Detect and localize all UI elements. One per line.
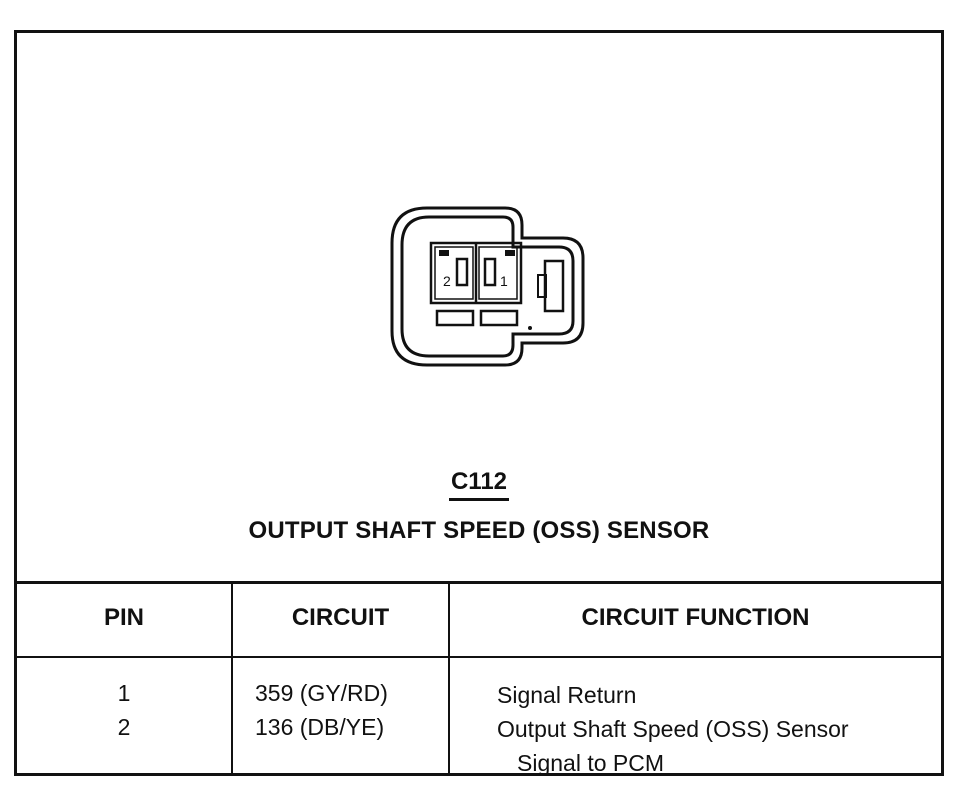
header-circuit: CIRCUIT: [291, 604, 390, 631]
connector-name: OUTPUT SHAFT SPEED (OSS) SENSOR: [248, 517, 710, 544]
row-2-pin: 2: [117, 714, 131, 740]
pin-table: PIN CIRCUIT CIRCUIT FUNCTION 1 359 (GY/R…: [17, 581, 941, 776]
header-circuit-function: CIRCUIT FUNCTION: [581, 604, 810, 631]
row-1-circuit: 359 (GY/RD): [255, 680, 388, 706]
connector-id: C112: [17, 468, 941, 501]
pin-label-1: 1: [500, 273, 508, 289]
row-1-function: Signal Return: [497, 682, 637, 708]
diagram-frame: 2 1 C112 OUTPUT SHAFT SPEED (OSS) SENSOR…: [14, 30, 944, 776]
connector-diagram-area: 2 1 C112 OUTPUT SHAFT SPEED (OSS) SENSOR: [17, 33, 941, 581]
header-divider: [17, 656, 941, 658]
pin-label-2: 2: [443, 273, 451, 289]
header-pin: PIN: [103, 604, 144, 631]
connector-face-icon: 2 1: [390, 206, 585, 367]
row-2-function: Output Shaft Speed (OSS) Sensor: [497, 716, 849, 742]
column-divider: [448, 584, 450, 773]
column-divider: [231, 584, 233, 773]
row-2-circuit: 136 (DB/YE): [255, 714, 385, 740]
row-1-pin: 1: [117, 680, 131, 706]
row-2-function-continued: Signal to PCM: [517, 750, 665, 776]
